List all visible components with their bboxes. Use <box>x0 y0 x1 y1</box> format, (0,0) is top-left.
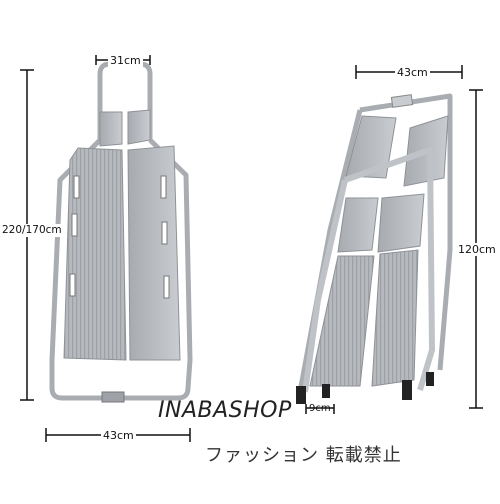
left-slot-1 <box>73 175 80 199</box>
right-lower-panel-right <box>371 249 419 387</box>
right-mid-pad-right <box>377 193 425 253</box>
right-clearance-label: 9cm <box>309 403 331 414</box>
right-lower-panel-left <box>309 255 375 387</box>
left-length-label: 220/170cm <box>0 224 64 237</box>
right-length-label: 120cm <box>456 243 498 256</box>
left-slot-3 <box>69 273 76 297</box>
left-bottom-width-label: 43cm <box>101 429 136 442</box>
right-foot-left <box>296 386 306 404</box>
copy-notice-watermark: ファッション 転載禁止 <box>205 445 402 466</box>
left-slot-6 <box>163 275 170 299</box>
brand-watermark: INABASHOP <box>158 398 292 423</box>
left-slot-2 <box>71 213 78 237</box>
right-mid-pad-left <box>337 197 379 253</box>
left-bottom-latch <box>101 391 125 403</box>
left-top-pad-right <box>127 109 151 145</box>
left-top-pad-left <box>99 111 123 147</box>
right-top-width-label: 43cm <box>395 66 430 79</box>
left-slot-4 <box>160 175 167 199</box>
left-slot-5 <box>161 221 168 245</box>
right-foot-right <box>402 380 412 400</box>
right-front-frame <box>344 147 435 391</box>
left-stretcher <box>49 61 193 403</box>
right-rear-pad-left <box>345 115 397 179</box>
left-panel-left-half <box>63 147 127 361</box>
right-foot-far <box>426 372 434 386</box>
right-foot-mid <box>322 384 330 398</box>
right-top-latch <box>390 94 414 108</box>
left-top-width-label: 31cm <box>108 54 143 67</box>
right-stretcher <box>296 93 453 404</box>
left-panel-right-half <box>127 145 181 361</box>
right-front-frame-left <box>302 179 348 393</box>
